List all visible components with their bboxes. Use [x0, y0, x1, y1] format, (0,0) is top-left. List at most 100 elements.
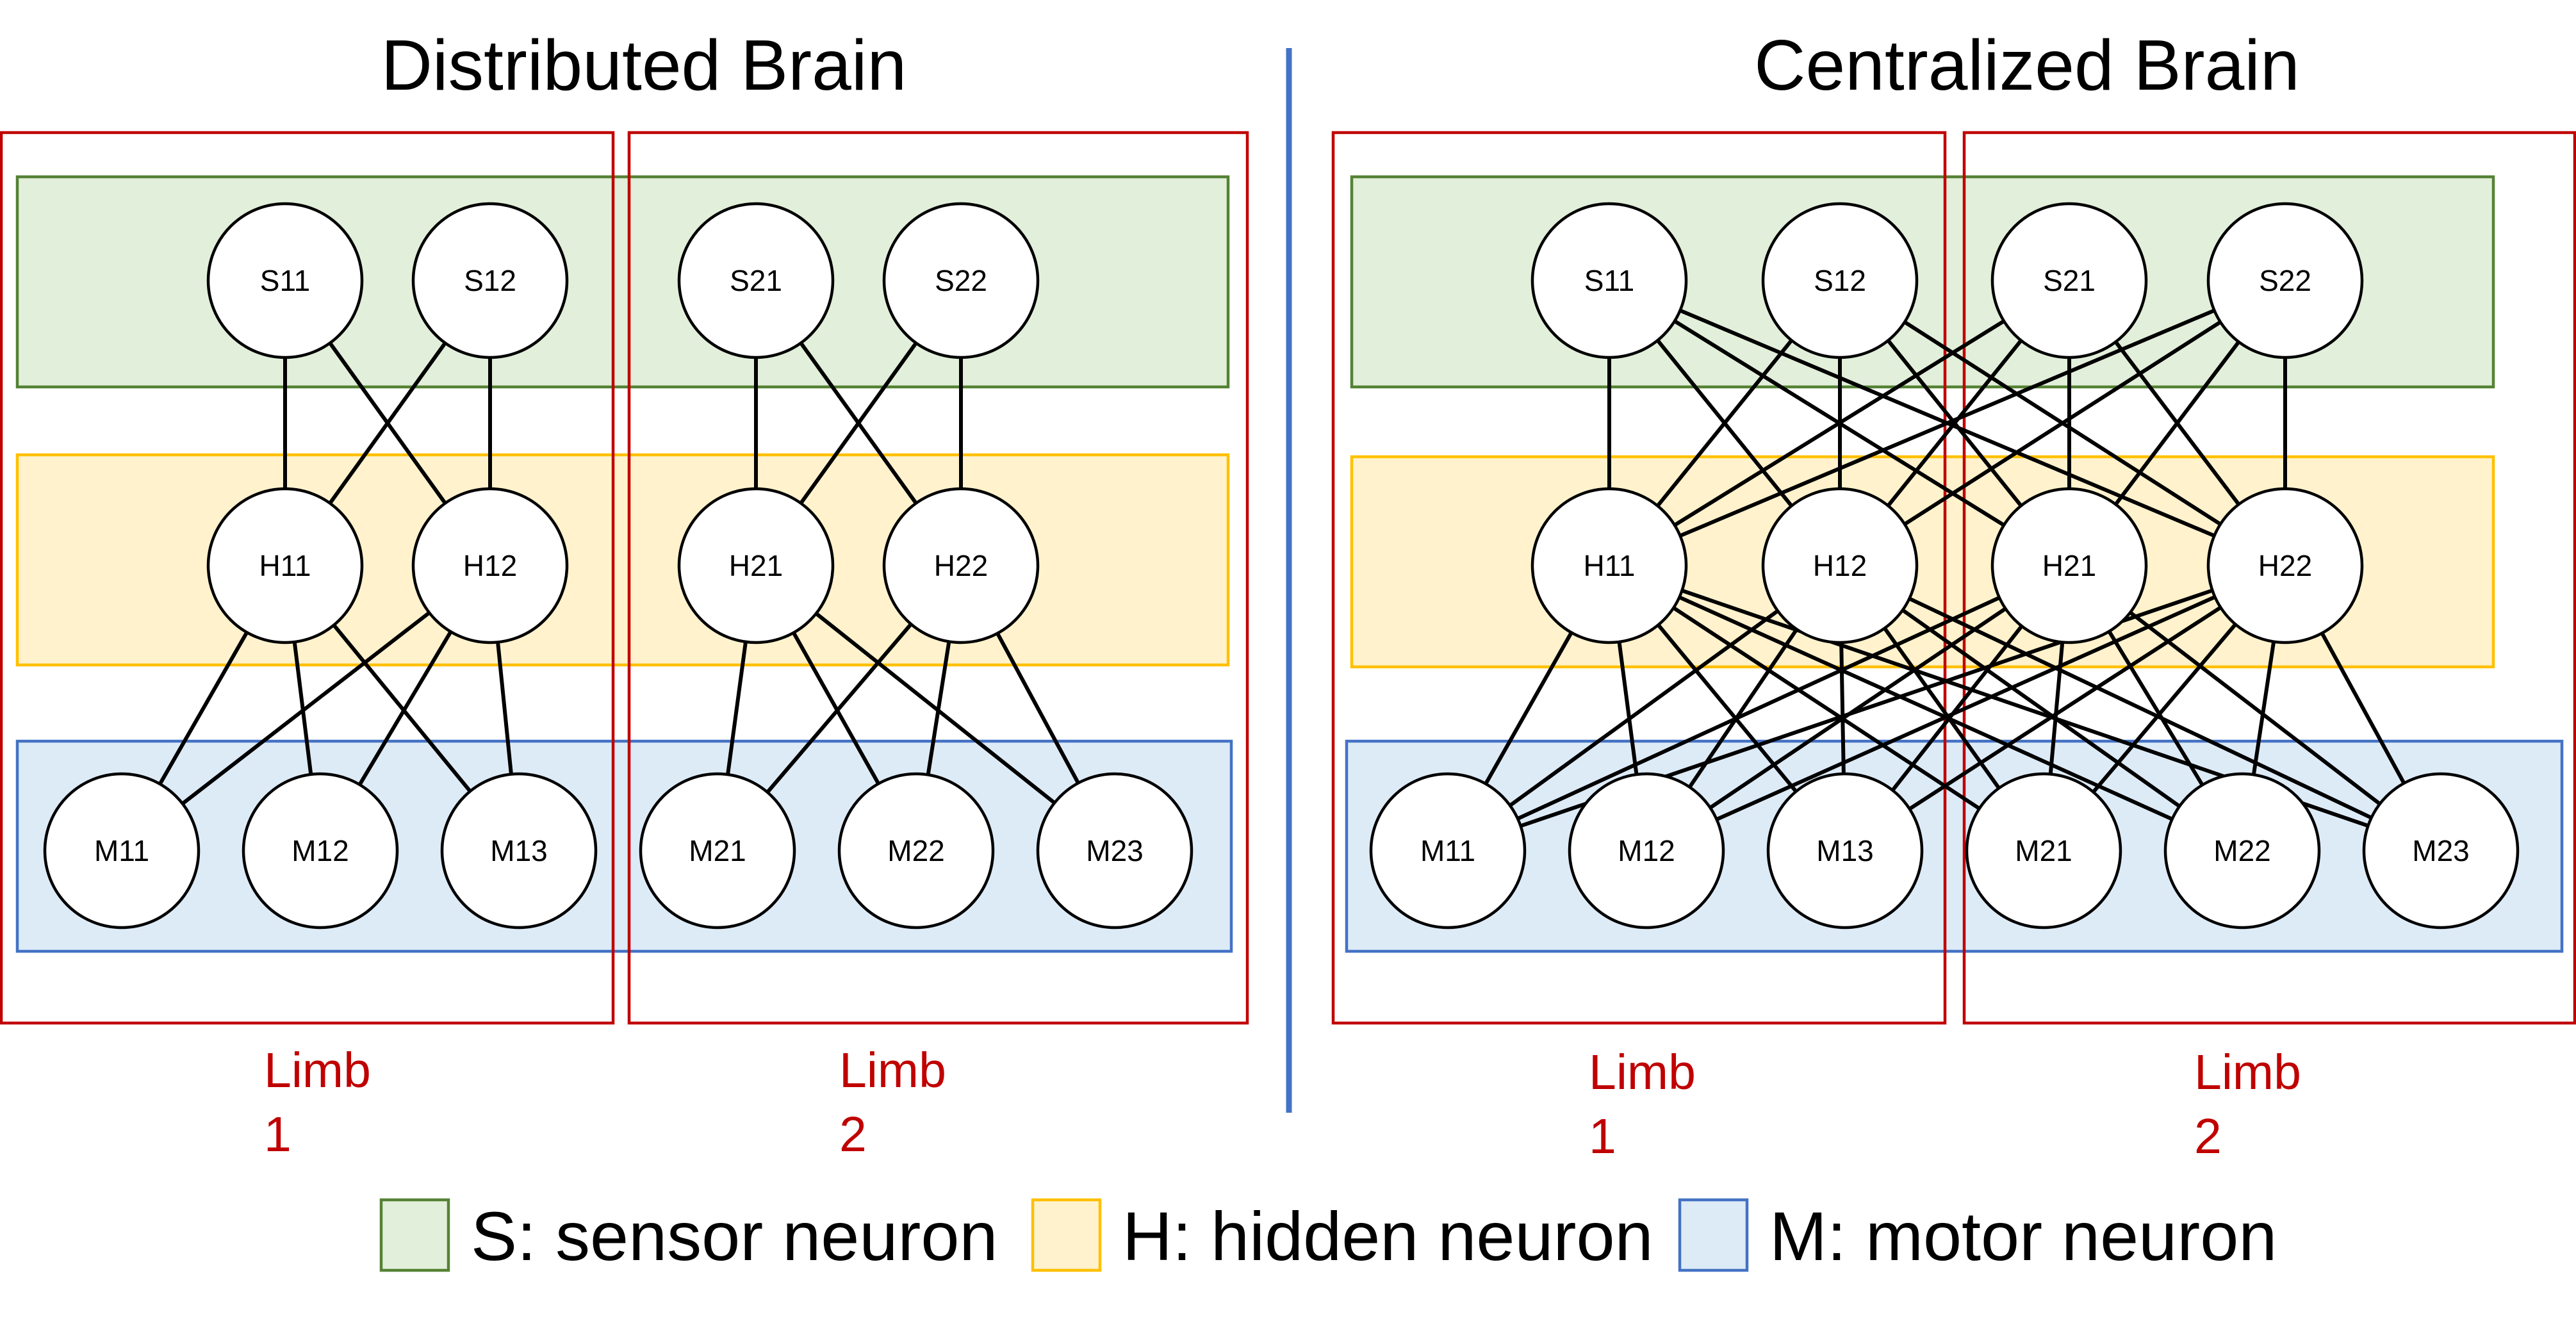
neuron-label: M23	[2412, 834, 2469, 867]
neuron-label: S11	[260, 264, 310, 297]
connection-h11-m22	[1671, 592, 2180, 824]
neuron-circle	[2206, 487, 2364, 644]
legend-label-sensor: S: sensor neuron	[471, 1197, 998, 1275]
connection-h12-m23	[1901, 593, 2379, 823]
connection-s22-h11	[1672, 306, 2222, 541]
neuron-label: M21	[2015, 834, 2072, 867]
neuron-m22: M22	[2163, 772, 2321, 930]
neuron-h11: H11	[206, 487, 364, 644]
hidden-layer-band	[15, 453, 1230, 667]
connection-h22-m23	[992, 625, 1084, 791]
legend-swatch-hidden	[1031, 1198, 1102, 1272]
connection-h12-m13	[1839, 634, 1846, 782]
connection-h21-m21	[2047, 634, 2065, 782]
neuron-label: S12	[464, 264, 516, 297]
neuron-m11: M11	[43, 772, 201, 930]
legend-label-motor: M: motor neuron	[1769, 1197, 2277, 1275]
neuron-label: S21	[730, 264, 782, 297]
limb-box-2	[627, 131, 1249, 1025]
neuron-circle	[1036, 772, 1194, 930]
neuron-h12: H12	[1761, 487, 1919, 644]
neuron-s11: S11	[1530, 202, 1688, 359]
limb-2-label-number: 2	[839, 1107, 867, 1162]
connection-s21-h12	[1882, 333, 2028, 513]
connection-h22-m21	[760, 617, 918, 799]
neuron-s22: S22	[882, 202, 1040, 359]
neuron-label: M11	[94, 834, 149, 867]
connection-h22-m13	[1902, 602, 2228, 815]
neuron-s21: S21	[1990, 202, 2148, 359]
neuron-m12: M12	[1568, 772, 1725, 930]
neuron-m21: M21	[639, 772, 796, 930]
neuron-m11: M11	[1369, 772, 1527, 930]
connection-h11-m11	[1480, 625, 1577, 792]
limb-box-2	[1962, 131, 2576, 1025]
limb-box-1	[0, 131, 615, 1025]
legend: S: sensor neuron H: hidden neuron M: mot…	[379, 1197, 2277, 1275]
neuron-label: M13	[490, 834, 547, 867]
connection-h12-m13	[495, 634, 514, 782]
neuron-circle	[882, 487, 1040, 644]
neuron-label: M21	[689, 834, 746, 867]
neuron-label: H22	[2258, 549, 2312, 582]
neuron-circle	[411, 202, 569, 359]
connection-h22-m22	[924, 634, 953, 783]
connection-h11-m13	[1652, 618, 1803, 799]
neuron-s12: S12	[1761, 202, 1919, 359]
neuron-h21: H21	[677, 487, 835, 644]
neuron-circle	[837, 772, 995, 930]
connection-h21-m21	[725, 634, 749, 783]
neuron-circle	[43, 772, 201, 930]
neuron-circle	[2163, 772, 2321, 930]
connection-h22-m21	[2087, 617, 2242, 799]
limb-1-label-word: Limb	[264, 1043, 371, 1098]
neuron-h22: H22	[2206, 487, 2364, 644]
neuron-circle	[1990, 202, 2148, 359]
connection-s21-h11	[1667, 315, 2012, 531]
neuron-label: H11	[259, 549, 311, 582]
neuron-circle	[1761, 202, 1919, 359]
neuron-label: S12	[1814, 264, 1866, 297]
neuron-label: M12	[1618, 834, 1675, 867]
neuron-label: M12	[291, 834, 349, 867]
connection-h21-m22	[2103, 623, 2208, 793]
neuron-circle	[206, 202, 364, 359]
neuron-circle	[2206, 202, 2364, 359]
limb-2-label-number: 2	[2194, 1109, 2222, 1164]
neuron-label: M22	[887, 834, 944, 867]
connection-s12-h11	[1651, 333, 1798, 513]
connection-h11-m13	[327, 618, 477, 799]
neuron-circle	[1530, 487, 1688, 644]
neuron-s11: S11	[206, 202, 364, 359]
neuron-circle	[1990, 487, 2148, 644]
connection-h11-m12	[1616, 634, 1640, 783]
neuron-label: M23	[1086, 834, 1143, 867]
neuron-m23: M23	[1036, 772, 1194, 930]
neuron-circle	[1965, 772, 2122, 930]
neuron-label: M11	[1420, 834, 1475, 867]
neuron-circle	[1761, 487, 1919, 644]
connection-h21-m11	[1509, 593, 2008, 824]
connections-distributed	[154, 335, 1084, 810]
neuron-circle	[440, 772, 598, 930]
limb-1-label-number: 1	[264, 1107, 291, 1162]
neuron-h22: H22	[882, 487, 1040, 644]
neuron-label: S21	[2043, 264, 2096, 297]
panel-title-centralized: Centralized Brain	[1754, 26, 2299, 105]
neuron-h21: H21	[1990, 487, 2148, 644]
neuron-label: H11	[1584, 549, 1636, 582]
neuron-label: H22	[934, 549, 988, 582]
limb-box-1	[1331, 131, 1947, 1025]
connection-h11-m21	[1666, 602, 1987, 815]
neuron-label: M13	[1816, 834, 1873, 867]
neuron-circle	[1369, 772, 1527, 930]
connection-h11-m11	[154, 625, 252, 792]
neuron-label: S11	[1584, 264, 1634, 297]
connection-h22-m12	[1709, 592, 2223, 824]
limb-2-label-word: Limb	[2194, 1045, 2301, 1100]
connection-h21-m13	[1886, 619, 2028, 798]
panel-title-distributed: Distributed Brain	[381, 26, 907, 105]
